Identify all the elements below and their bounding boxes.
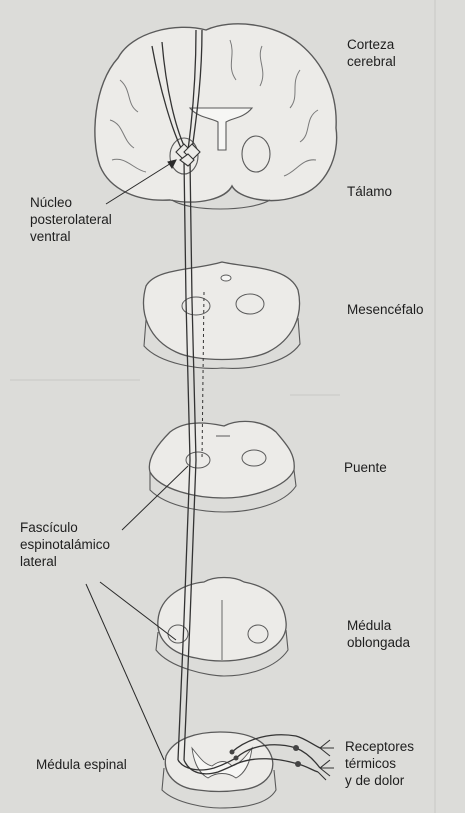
label-receptores-termicos-dolor: Receptores térmicos y de dolor	[345, 739, 415, 788]
vpl-nucleus-marker	[175, 143, 201, 167]
spinothalamic-tract-fibers	[151, 29, 321, 775]
midbrain-section	[142, 261, 301, 369]
label-puente: Puente	[344, 460, 387, 475]
spinal-cord-section	[161, 731, 277, 809]
label-corteza-cerebral: Corteza cerebral	[347, 37, 396, 69]
label-medula-oblongada: Médula oblongada	[347, 618, 411, 650]
label-mesencefalo: Mesencéfalo	[347, 302, 424, 317]
pons-section	[148, 420, 297, 513]
neuron-cell-bodies	[229, 745, 301, 767]
background-page-texture	[10, 0, 436, 813]
label-talamo: Tálamo	[347, 184, 393, 199]
receptor-endings	[317, 739, 334, 781]
label-leader-lines	[85, 159, 189, 761]
label-nucleo-posterolateral-ventral: Núcleo posterolateral ventral	[30, 195, 112, 244]
cerebral-cortex	[94, 23, 338, 210]
label-medula-espinal: Médula espinal	[36, 757, 127, 772]
thalamus-right	[241, 135, 271, 173]
label-fasciculo-espinotalamico-lateral: Fascículo espinotalámico lateral	[20, 520, 111, 569]
medulla-oblongata-section	[155, 576, 289, 677]
